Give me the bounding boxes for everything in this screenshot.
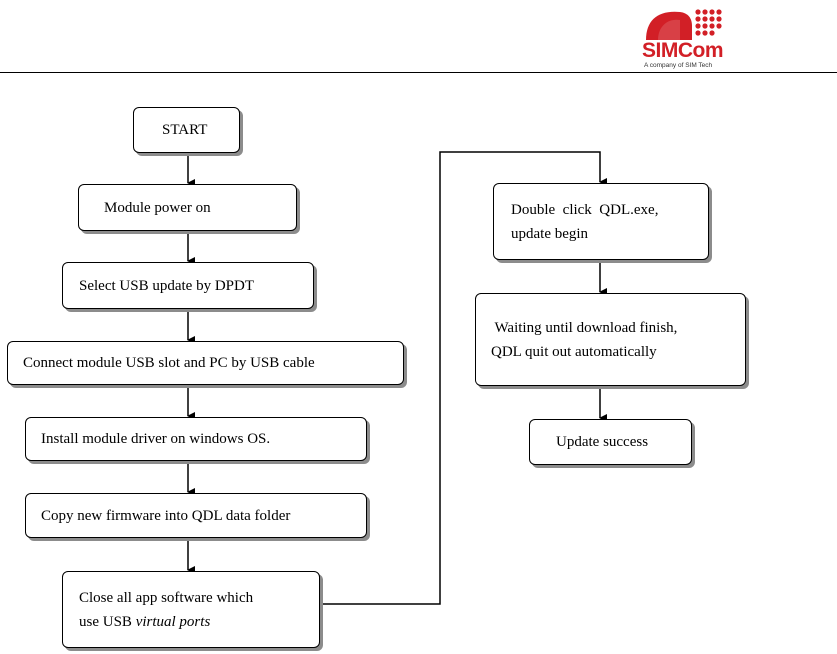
step-power-on-label: Module power on [104,199,211,216]
logo-tagline: A company of SIM Tech [644,62,713,69]
simcom-logo: SIMCom A company of SIM Tech [640,4,740,70]
step-close-apps-line1: Close all app software which [79,589,254,606]
step-update-success: Update success [529,419,692,465]
step-start: START [133,107,240,153]
step-run-qdl-text: Double click QDL.exe, update begin [511,198,658,246]
step-copy-firmware-label: Copy new firmware into QDL data folder [41,507,291,524]
step-close-apps: Close all app software which use USB vir… [62,571,320,648]
header-divider [0,72,837,73]
step-power-on: Module power on [78,184,297,231]
step-update-success-label: Update success [556,434,649,450]
step-close-apps-text: Close all app software which use USB vir… [79,586,253,634]
step-close-apps-line2: use USB virtual ports [79,610,253,634]
logo-com: Com [677,39,724,62]
step-start-label: START [162,122,208,138]
step-run-qdl-line1: Double click QDL.exe, [511,201,659,218]
logo-wordmark: SIMCom [642,39,724,62]
step-install-driver: Install module driver on windows OS. [25,417,367,461]
step-copy-firmware: Copy new firmware into QDL data folder [25,493,367,538]
step-select-usb: Select USB update by DPDT [62,262,314,309]
connector-close-to-right-column [320,151,607,605]
step-connect-usb: Connect module USB slot and PC by USB ca… [7,341,404,385]
step-close-apps-line2-italic: virtual ports [135,613,211,630]
step-connect-usb-label: Connect module USB slot and PC by USB ca… [23,355,315,371]
step-run-qdl-line2: update begin [511,225,589,242]
logo-sim: SIM [642,39,678,62]
step-wait-download-line1: Waiting until download finish, [491,319,678,336]
step-select-usb-label: Select USB update by DPDT [79,277,254,294]
step-wait-download-line2: QDL quit out automatically [491,343,657,360]
step-install-driver-label: Install module driver on windows OS. [41,431,271,447]
step-run-qdl: Double click QDL.exe, update begin [493,183,709,260]
step-close-apps-line2-prefix: use USB [79,613,136,630]
step-wait-download: Waiting until download finish, QDL quit … [475,293,746,386]
step-wait-download-text: Waiting until download finish, QDL quit … [491,316,677,364]
logo-mark-icon [646,9,722,40]
